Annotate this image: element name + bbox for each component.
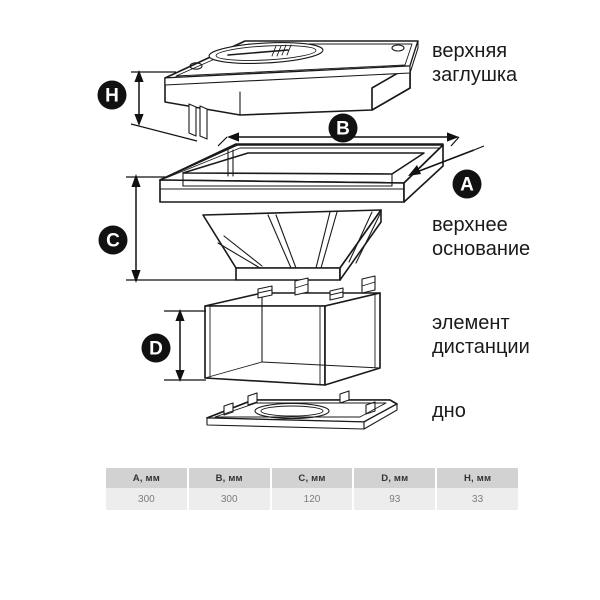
badge-d-circle: [141, 333, 171, 363]
table-row: 300 300 120 93 33: [106, 488, 518, 510]
table-header-cell: B, мм: [188, 468, 270, 488]
table-cell: 300: [106, 488, 187, 510]
dimension-table: A, мм B, мм C, мм D, мм H, мм 300 300 12…: [104, 468, 520, 510]
table-header-cell: H, мм: [437, 468, 518, 488]
caption-top-cap: верхняя заглушка: [432, 40, 518, 86]
caption-top-base: верхнее основание: [432, 214, 531, 260]
part-top-cap: [164, 40, 419, 140]
exploded-technical-drawing: H: [97, 40, 485, 430]
table-header-cell: D, мм: [354, 468, 436, 488]
part-top-base: [159, 143, 444, 281]
caption-spacer: элемент дистанции: [432, 312, 530, 358]
spacer-tabs: [257, 275, 376, 301]
table-header-cell: C, мм: [271, 468, 353, 488]
badge-h-circle: [97, 80, 127, 110]
table-cell: 33: [437, 488, 518, 510]
badge-b-circle: [328, 113, 358, 143]
dimension-c: C: [98, 174, 236, 283]
caption-bottom: дно: [432, 400, 466, 422]
table-header-row: A, мм B, мм C, мм D, мм H, мм: [106, 468, 518, 488]
badge-c-label: C: [106, 231, 120, 252]
badge-d-label: D: [149, 339, 163, 360]
dimension-b: B: [217, 113, 460, 147]
badge-a-circle: [452, 169, 482, 199]
dimension-a: A: [408, 145, 485, 199]
badge-h-label: H: [105, 86, 119, 107]
dimension-h: H: [97, 70, 198, 142]
badge-c-circle: [98, 225, 128, 255]
part-spacer: [204, 275, 381, 386]
table-cell: 120: [271, 488, 353, 510]
badge-b-label: B: [336, 119, 350, 140]
dimension-d: D: [141, 309, 206, 382]
table-cell: 300: [188, 488, 270, 510]
table-header-cell: A, мм: [106, 468, 187, 488]
table-cell: 93: [354, 488, 436, 510]
part-bottom-plate: [206, 390, 398, 430]
badge-a-label: A: [460, 175, 474, 196]
